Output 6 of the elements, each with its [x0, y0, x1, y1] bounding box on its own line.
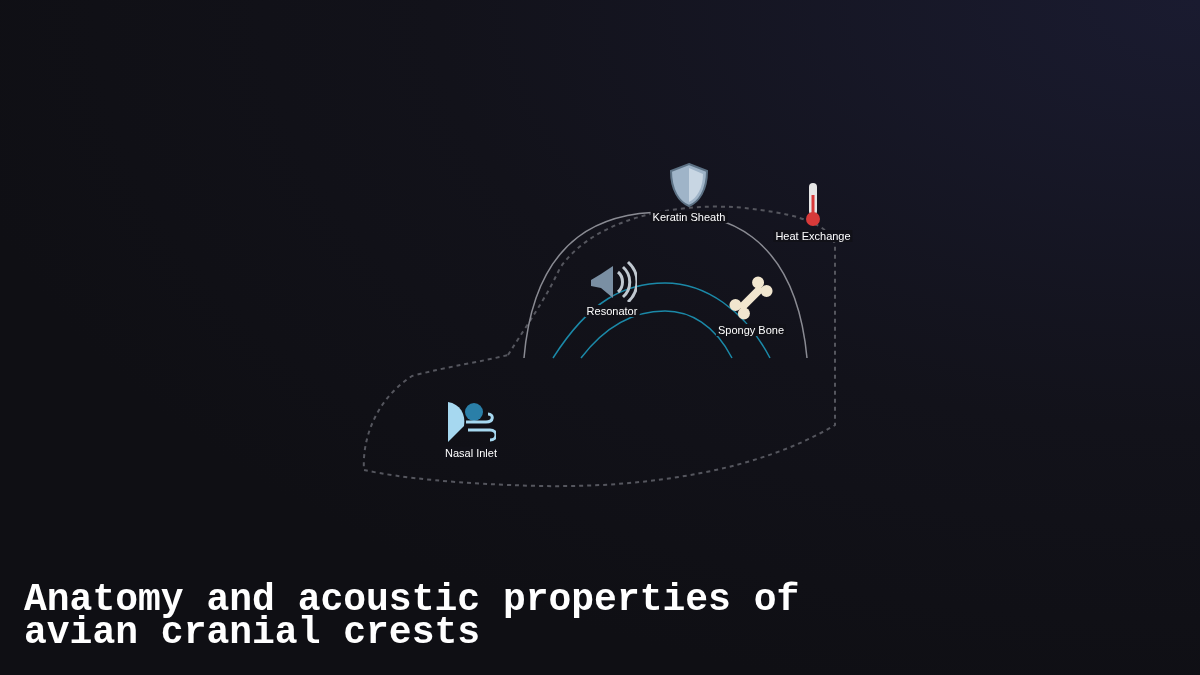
part-label: Keratin Sheath	[650, 211, 728, 223]
part-label: Spongy Bone	[715, 324, 787, 336]
title: Anatomy and acoustic properties of avian cranial crests	[24, 583, 801, 649]
part-label: Nasal Inlet	[443, 447, 499, 459]
part-label: Heat Exchange	[773, 230, 853, 242]
part-label: Resonator	[584, 305, 640, 317]
